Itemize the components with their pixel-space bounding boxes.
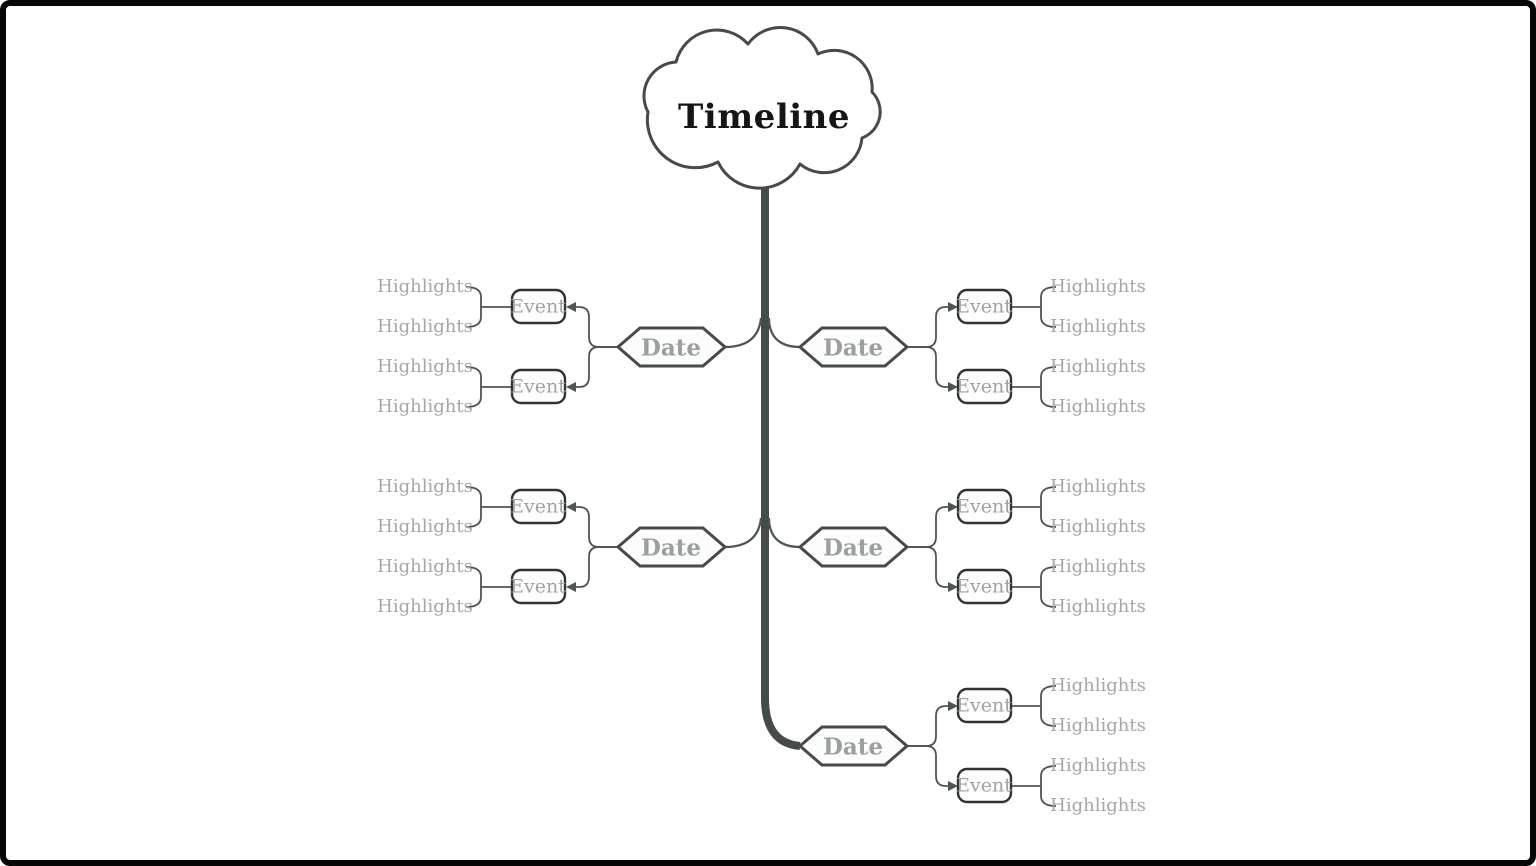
arrowhead [948, 502, 958, 512]
connector-line [575, 546, 618, 588]
arrowhead [566, 582, 576, 592]
highlight-label: Highlights [1050, 596, 1146, 617]
bracket-line [1040, 486, 1057, 528]
event-label: Event [956, 694, 1012, 717]
event-label: Event [510, 575, 566, 598]
arrowhead [948, 382, 958, 392]
event-label: Event [956, 774, 1012, 797]
event-box [956, 288, 1013, 325]
event-box [510, 288, 567, 325]
event-box [510, 568, 567, 605]
highlight-label: Highlights [1050, 556, 1146, 577]
arrowhead [948, 701, 958, 711]
event-boxes [510, 288, 1013, 804]
trunk-line [761, 148, 801, 750]
highlight-label: Highlights [377, 396, 473, 417]
bracket-line [465, 486, 482, 528]
event-box [956, 488, 1013, 525]
branch-flare [724, 517, 763, 549]
date-hexagon [797, 725, 910, 767]
connector-line [907, 346, 950, 388]
event-label: Event [956, 495, 1012, 518]
event-box [956, 368, 1013, 405]
connector-line [907, 306, 950, 348]
bracket-line [1040, 685, 1057, 727]
left-connectors [465, 286, 618, 608]
event-label: Event [510, 495, 566, 518]
event-box [956, 568, 1013, 605]
highlight-label: Highlights [377, 596, 473, 617]
arrowhead [948, 781, 958, 791]
arrowhead [566, 502, 576, 512]
right-connectors [907, 286, 1057, 807]
connector-line [575, 506, 618, 548]
left-arrowheads [566, 302, 576, 592]
arrowhead [948, 582, 958, 592]
highlight-label: Highlights [1050, 715, 1146, 736]
root-title: Timeline [677, 97, 851, 137]
event-box [956, 687, 1013, 724]
highlight-label: Highlights [1050, 675, 1146, 696]
branch-flares [724, 317, 801, 549]
date-hexagon [797, 326, 910, 368]
date-label: Date [640, 534, 702, 562]
branch-flare [767, 517, 801, 549]
arrowhead [948, 302, 958, 312]
event-box [956, 767, 1013, 804]
highlight-label: Highlights [1050, 795, 1146, 816]
date-hexagons [615, 326, 910, 767]
event-box [510, 368, 567, 405]
connector-line [907, 546, 950, 588]
arrowhead [566, 302, 576, 312]
bracket-line [465, 566, 482, 608]
bracket-line [1040, 286, 1057, 328]
arrowhead [566, 382, 576, 392]
highlight-label: Highlights [1050, 516, 1146, 537]
date-label: Date [822, 334, 884, 362]
highlight-label: Highlights [1050, 476, 1146, 497]
bracket-line [1040, 566, 1057, 608]
date-hexagon [615, 326, 728, 368]
highlight-label: Highlights [1050, 356, 1146, 377]
bracket-line [465, 366, 482, 408]
event-label: Event [956, 375, 1012, 398]
cloud-shape [642, 26, 882, 190]
right-arrowheads [948, 302, 958, 791]
highlight-label: Highlights [377, 516, 473, 537]
bracket-line [1040, 366, 1057, 408]
event-box [510, 488, 567, 525]
branch-flare [767, 317, 801, 349]
highlight-label: Highlights [1050, 276, 1146, 297]
date-label: Date [822, 733, 884, 761]
connector-line [907, 745, 950, 787]
event-label: Event [956, 295, 1012, 318]
highlight-label: Highlights [377, 356, 473, 377]
connector-line [907, 506, 950, 548]
bracket-line [465, 286, 482, 328]
highlight-label: Highlights [377, 556, 473, 577]
event-label: Event [956, 575, 1012, 598]
bracket-line [1040, 765, 1057, 807]
highlight-label: Highlights [1050, 755, 1146, 776]
highlight-label: Highlights [377, 276, 473, 297]
highlight-label: Highlights [1050, 316, 1146, 337]
date-hexagon [615, 526, 728, 568]
date-hexagon [797, 526, 910, 568]
event-label: Event [510, 375, 566, 398]
highlight-label: Highlights [377, 476, 473, 497]
branch-flare [724, 317, 763, 349]
date-label: Date [640, 334, 702, 362]
connector-line [907, 705, 950, 747]
event-label: Event [510, 295, 566, 318]
highlight-label: Highlights [1050, 396, 1146, 417]
connector-line [575, 306, 618, 348]
highlight-label: Highlights [377, 316, 473, 337]
connector-line [575, 346, 618, 388]
date-label: Date [822, 534, 884, 562]
